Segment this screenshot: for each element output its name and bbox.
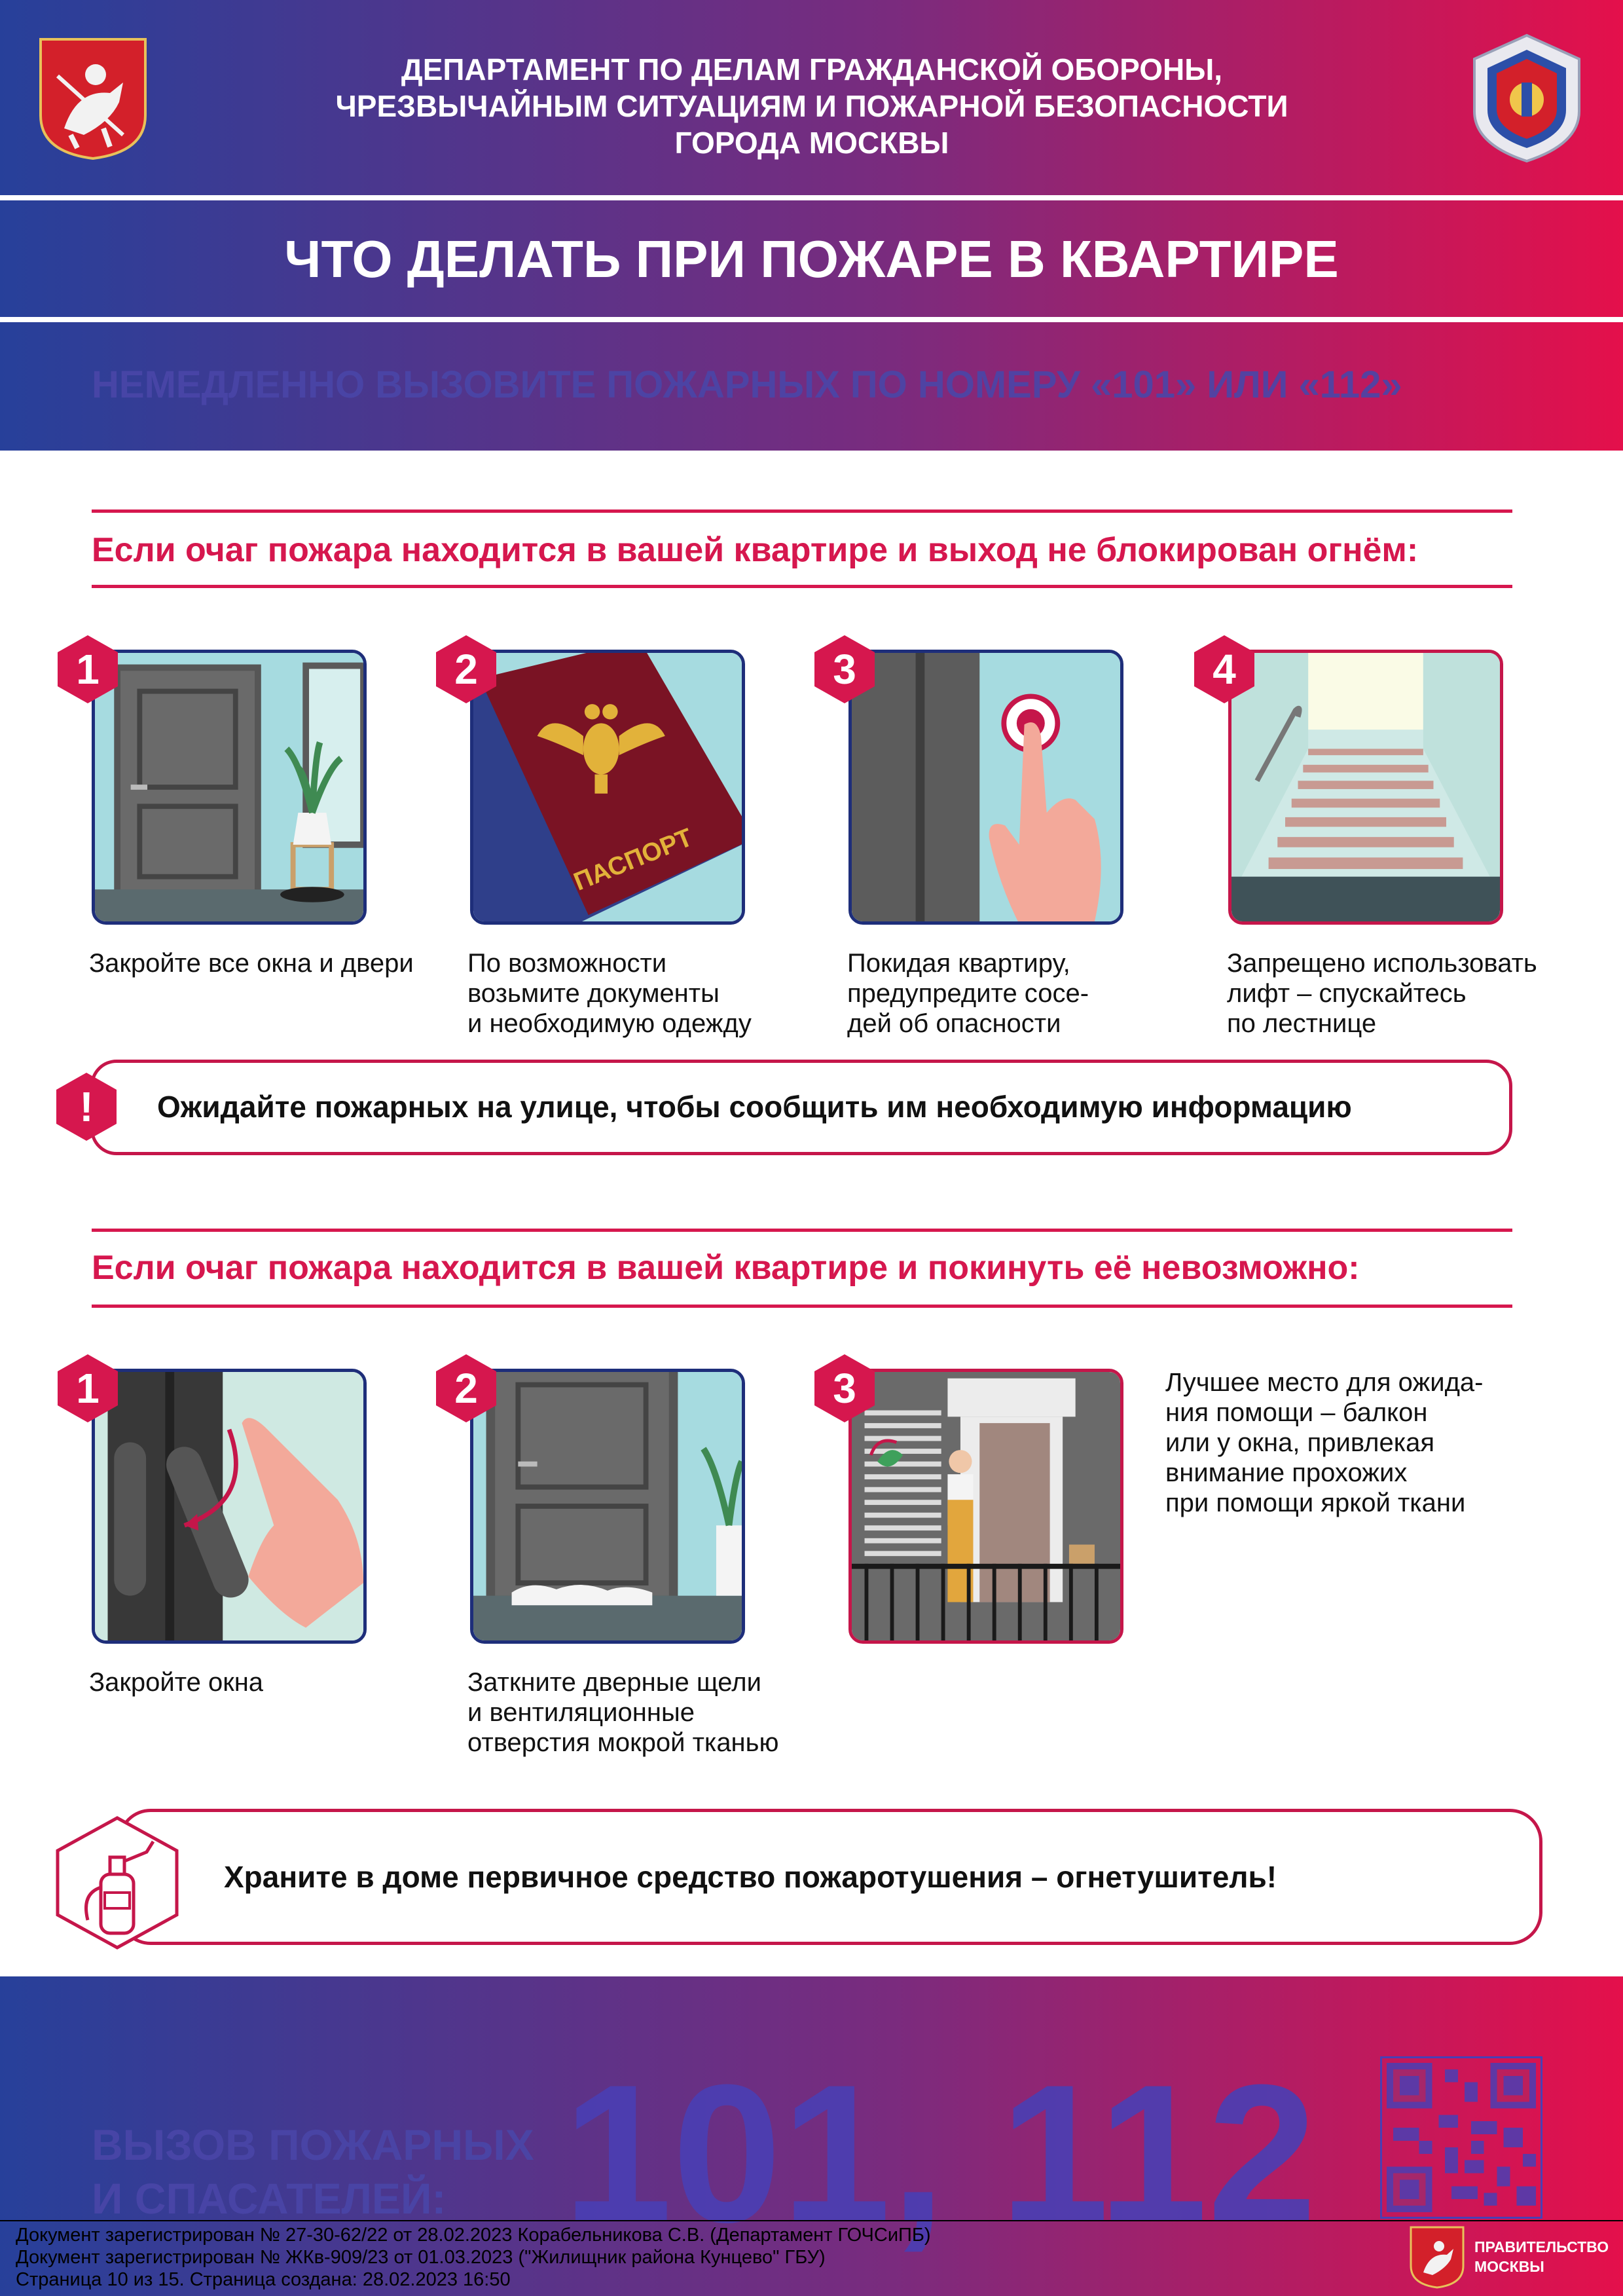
gov-logo-line: МОСКВЫ [1474,2258,1544,2275]
header-line: ЧРЕЗВЫЧАЙНЫМ СИТУАЦИЯМ И ПОЖАРНОЙ БЕЗОПА… [335,89,1288,123]
moscow-government-logo: ПРАВИТЕЛЬСТВО МОСКВЫ [1395,2217,1623,2296]
step4-number-badge: 4 [1193,634,1256,705]
caption-line: По возможности [467,949,667,978]
header-divider [0,195,1623,200]
footer-band: ВЫЗОВ ПОЖАРНЫХ И СПАСАТЕЛЕЙ: 101, 112 [0,1976,1623,2296]
footer-emergency-numbers: 101, 112 [563,2043,1317,2263]
step-number: 3 [833,646,856,693]
section1-top-rule [92,509,1512,513]
step7-caption: Лучшее место для ожида- ния помощи – бал… [1165,1367,1532,1518]
caption-line: предупредите сосе- [847,979,1089,1008]
header-line: ДЕПАРТАМЕНТ ПО ДЕЛАМ ГРАЖДАНСКОЙ ОБОРОНЫ… [401,52,1223,86]
step-number: 4 [1213,646,1236,693]
header-line: ГОРОДА МОСКВЫ [674,126,949,160]
gov-logo-text: ПРАВИТЕЛЬСТВО МОСКВЫ [1474,2237,1609,2276]
caption-line: Запрещено использовать [1227,949,1537,978]
stamp-divider [0,2220,1623,2221]
gov-logo-emblem-icon [1409,2225,1465,2289]
title-divider [0,317,1623,322]
step1-illustration-card [92,650,367,925]
step6-number-badge: 2 [435,1353,498,1424]
gov-logo-line: ПРАВИТЕЛЬСТВО [1474,2238,1609,2255]
caption-line: Покидая квартиру, [847,949,1070,978]
caption-line: Закройте все окна и двери [89,949,414,978]
step6-illustration-card [470,1369,745,1644]
fire-extinguisher-icon [55,1815,179,1950]
footer-label-line: И СПАСАТЕЛЕЙ: [92,2174,447,2223]
registration-stamp: Документ зарегистрирован № 27-30-62/22 о… [0,2220,1623,2296]
stamp-text: Документ зарегистрирован № 27-30-62/22 о… [16,2224,931,2291]
header-band: ДЕПАРТАМЕНТ ПО ДЕЛАМ ГРАЖДАНСКОЙ ОБОРОНЫ… [0,0,1623,195]
step5-number-badge: 1 [56,1353,119,1424]
step1-number-badge: 1 [56,634,119,705]
section1-title: Если очаг пожара находится в вашей кварт… [92,531,1419,569]
exclamation-mark: ! [79,1083,94,1130]
step-number: 2 [454,646,478,693]
caption-line: Закройте окна [89,1668,264,1697]
stamp-line: Документ зарегистрирован № 27-30-62/22 о… [16,2225,931,2246]
extinguisher-notice [118,1809,1542,1945]
step1-caption: Закройте все окна и двери [89,948,456,978]
extinguisher-text: Храните в доме первичное средство пожаро… [224,1860,1277,1894]
footer-label-line: ВЫЗОВ ПОЖАРНЫХ [92,2120,534,2169]
window-handle-icon [95,1372,363,1640]
step6-caption: Заткните дверные щели и вентиляционные о… [467,1667,834,1758]
caption-line: при помощи яркой ткани [1165,1489,1466,1517]
exclamation-icon: ! [55,1071,118,1142]
step-number: 3 [833,1365,856,1412]
caption-line: Лучшее место для ожида- [1165,1368,1484,1397]
caption-line: внимание прохожих [1165,1458,1408,1487]
wet-cloth-door-icon [473,1372,742,1640]
step-number: 1 [76,646,100,693]
qr-code-icon[interactable] [1378,2054,1544,2221]
step-number: 2 [454,1365,478,1412]
balcony-icon [852,1372,1120,1640]
step3-illustration-card [848,650,1123,925]
header-department-name: ДЕПАРТАМЕНТ ПО ДЕЛАМ ГРАЖДАНСКОЙ ОБОРОНЫ… [223,51,1401,161]
caption-line: ния помощи – балкон [1165,1398,1428,1427]
closed-door-icon [95,653,363,921]
wait-outside-text: Ожидайте пожарных на улице, чтобы сообщи… [157,1090,1352,1124]
title-band: ЧТО ДЕЛАТЬ ПРИ ПОЖАРЕ В КВАРТИРЕ [0,200,1623,317]
footer-call-label: ВЫЗОВ ПОЖАРНЫХ И СПАСАТЕЛЕЙ: [92,2118,534,2225]
step5-caption: Закройте окна [89,1667,456,1697]
passport-icon: ПАСПОРТ [473,653,742,921]
step3-caption: Покидая квартиру, предупредите сосе- дей… [847,948,1214,1039]
step7-illustration-card [848,1369,1123,1644]
step5-illustration-card [92,1369,367,1644]
stamp-line: Страница 10 из 15. Страница создана: 28.… [16,2269,511,2290]
caption-line: Заткните дверные щели [467,1668,761,1697]
section2-title: Если очаг пожара находится в вашей кварт… [92,1249,1360,1287]
caption-line: или у окна, привлекая [1165,1428,1435,1457]
caption-line: дей об опасности [847,1009,1061,1038]
step3-number-badge: 3 [813,634,876,705]
caption-line: и необходимую одежду [467,1009,752,1038]
moscow-coat-of-arms-icon [38,37,148,161]
step-number: 1 [76,1365,100,1412]
step4-illustration-card [1228,650,1503,925]
emergency-call-text: НЕМЕДЛЕННО ВЫЗОВИТЕ ПОЖАРНЫХ ПО НОМЕРУ «… [92,363,1402,406]
section2-bottom-rule [92,1305,1512,1308]
caption-line: по лестнице [1227,1009,1377,1038]
step2-caption: По возможности возьмите документы и необ… [467,948,834,1039]
caption-line: отверстия мокрой тканью [467,1728,779,1757]
mchs-emblem-icon [1470,33,1583,164]
step2-illustration-card: ПАСПОРТ [470,650,745,925]
stamp-line: Документ зарегистрирован № ЖКв-909/23 от… [16,2247,826,2268]
caption-line: возьмите документы [467,979,720,1008]
section2-top-rule [92,1229,1512,1232]
caption-line: лифт – спускайтесь [1227,979,1467,1008]
step4-caption: Запрещено использовать лифт – спускайтес… [1227,948,1594,1039]
doorbell-icon [852,653,1120,921]
step2-number-badge: 2 [435,634,498,705]
stairs-icon [1231,653,1500,921]
page-title: ЧТО ДЕЛАТЬ ПРИ ПОЖАРЕ В КВАРТИРЕ [284,230,1339,288]
section1-bottom-rule [92,585,1512,588]
caption-line: и вентиляционные [467,1698,695,1727]
emergency-call-band: НЕМЕДЛЕННО ВЫЗОВИТЕ ПОЖАРНЫХ ПО НОМЕРУ «… [0,322,1623,451]
step7-number-badge: 3 [813,1353,876,1424]
wait-outside-notice [90,1060,1512,1155]
